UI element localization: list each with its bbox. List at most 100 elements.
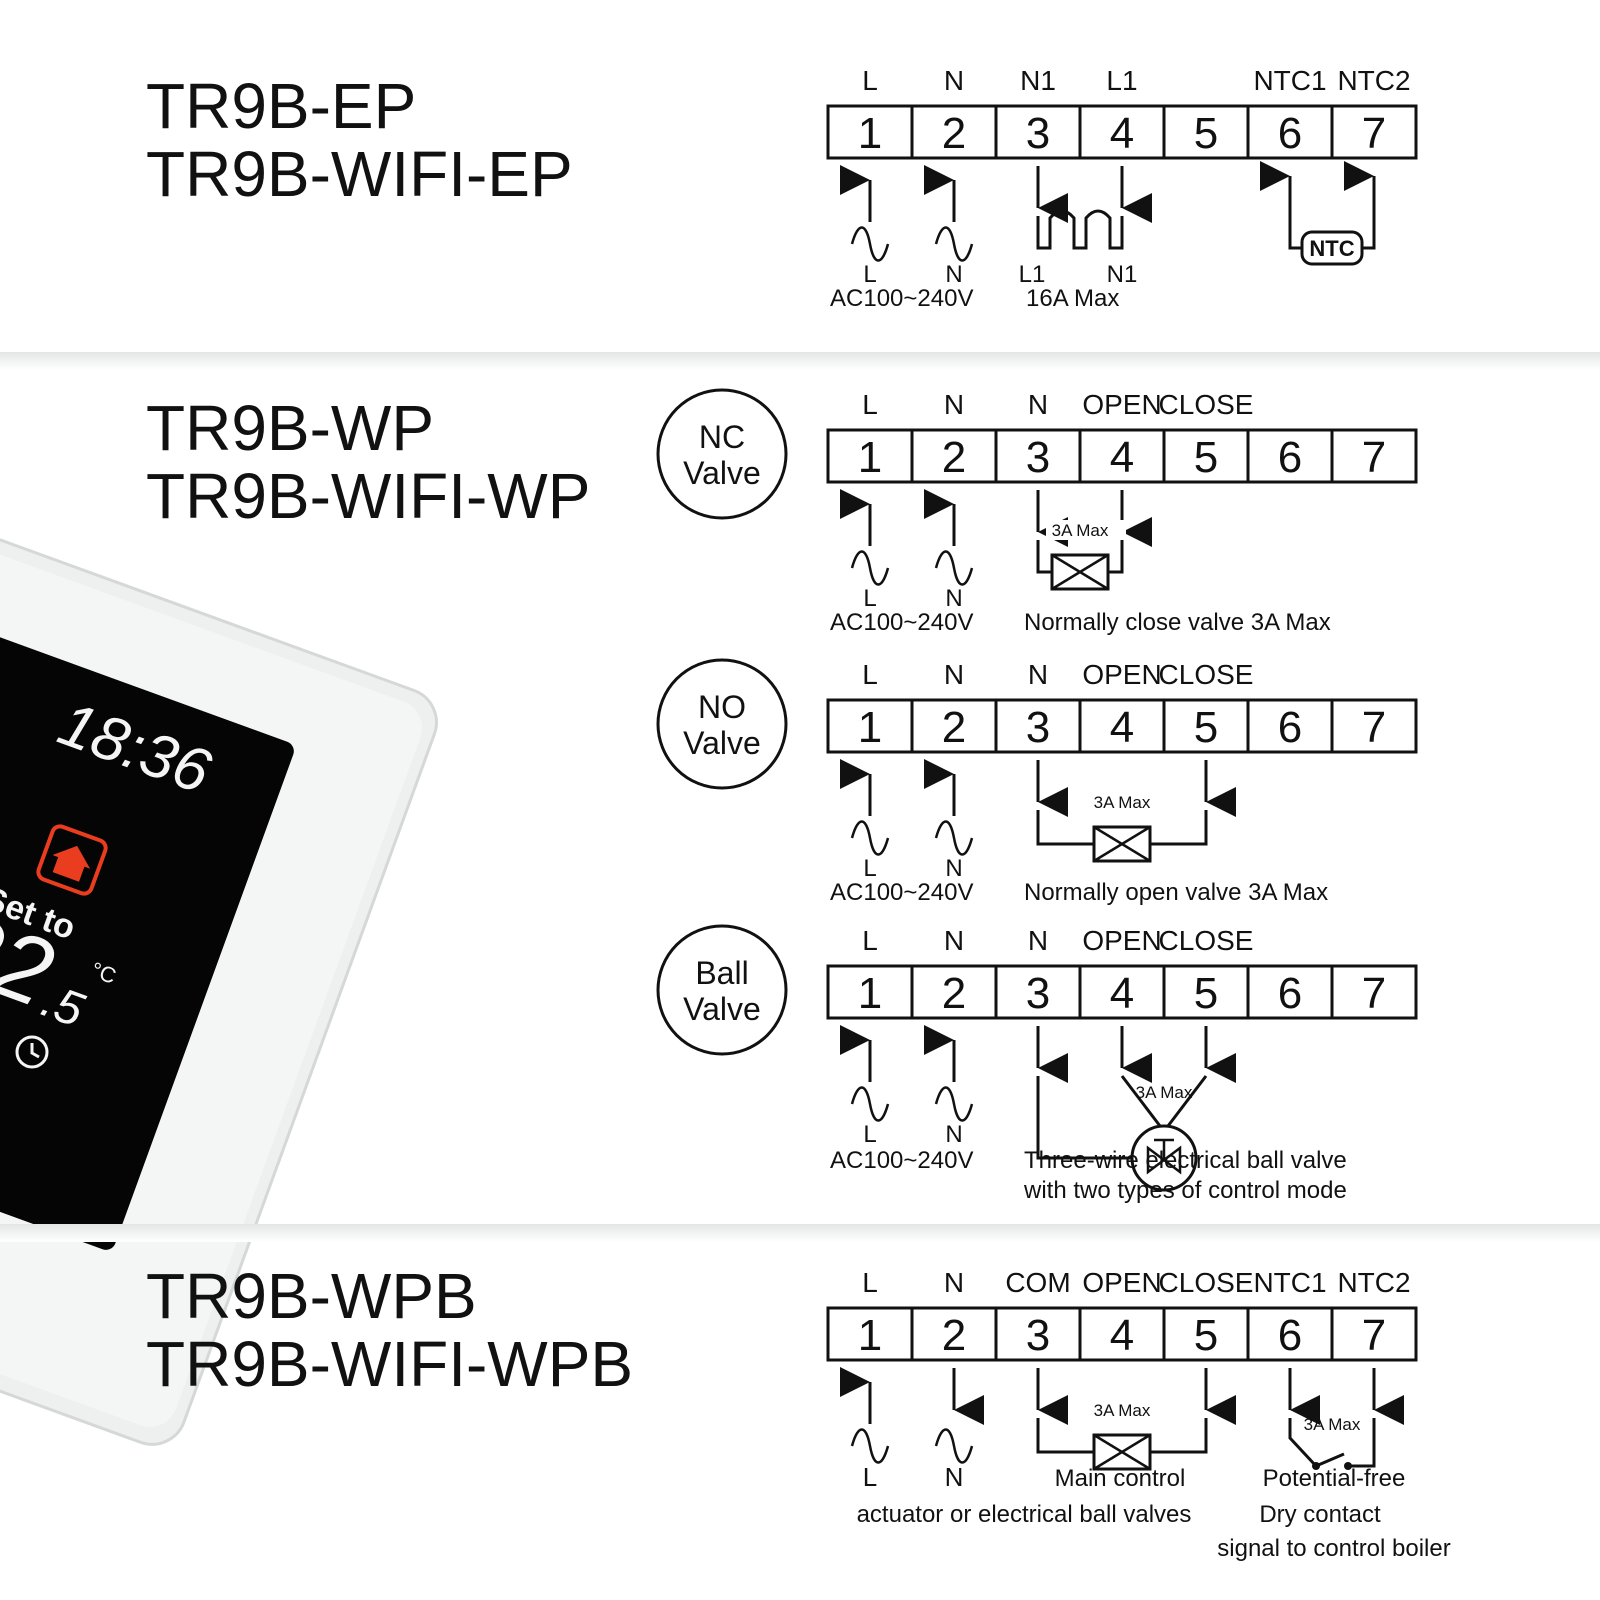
- section-band-ep: [0, 0, 1600, 352]
- model-name: TR9B-WIFI-WPB: [146, 1328, 634, 1400]
- terminal-block: [826, 428, 1418, 484]
- valve-rating: 3A Max: [1052, 521, 1109, 540]
- valve-wire: [1166, 1075, 1208, 1127]
- terminal-block: [826, 104, 1418, 160]
- valve-wire: [1120, 1075, 1162, 1127]
- sensor-wire: [1288, 216, 1304, 250]
- valve-wire: [1036, 1076, 1132, 1160]
- valve-description: Three-wire electrical ball valve: [1024, 1147, 1347, 1174]
- terminal-number: 2: [942, 969, 966, 1018]
- terminal-number: 1: [858, 703, 882, 752]
- terminal-label: N: [944, 659, 964, 690]
- dry-contact-wire: [1288, 1418, 1318, 1468]
- main-caption: actuator or electrical ball valves: [857, 1501, 1192, 1528]
- terminal-label: N: [944, 389, 964, 420]
- supply-label-l: L: [863, 1121, 876, 1148]
- terminal-number: 3: [1026, 703, 1050, 752]
- model-names-ep: TR9B-EP TR9B-WIFI-EP: [146, 72, 573, 208]
- section-divider: [0, 352, 1600, 370]
- terminal-number: 6: [1278, 109, 1302, 158]
- terminal-number: 4: [1110, 969, 1134, 1018]
- valve-cross-icon: [1051, 553, 1109, 591]
- terminal-label: OPEN: [1082, 925, 1161, 956]
- valve-wire: [1036, 540, 1056, 574]
- dry-caption: signal to control boiler: [1217, 1535, 1450, 1562]
- valve-type-badge: [656, 924, 788, 1056]
- badge-label: Valve: [683, 725, 761, 761]
- terminal-label: L: [862, 925, 878, 956]
- terminal-number: 7: [1362, 1311, 1386, 1360]
- model-names-wp: TR9B-WP TR9B-WIFI-WP: [146, 394, 590, 530]
- terminal-number: 1: [858, 1311, 882, 1360]
- main-caption: Main control: [1055, 1465, 1186, 1492]
- terminal-number: 4: [1110, 433, 1134, 482]
- ball-valve-symbol-icon: [1146, 1138, 1182, 1175]
- ac-source-icon: [850, 550, 890, 586]
- terminal-number: 2: [942, 1311, 966, 1360]
- terminal-number: 5: [1194, 433, 1218, 482]
- ntc-sensor-icon: [1300, 230, 1364, 266]
- terminal-number: 7: [1362, 969, 1386, 1018]
- terminal-label: N: [944, 1267, 964, 1298]
- terminal-label: CLOSE: [1159, 389, 1254, 420]
- terminal-label: L: [862, 1267, 878, 1298]
- terminal-number: 2: [942, 109, 966, 158]
- ac-source-icon: [934, 550, 974, 586]
- terminal-number: 3: [1026, 969, 1050, 1018]
- terminal-label: NTC2: [1337, 65, 1410, 96]
- supply-label-l: L: [863, 261, 876, 288]
- model-name: TR9B-WPB: [146, 1260, 477, 1332]
- terminal-number: 2: [942, 433, 966, 482]
- main-rating: 3A Max: [1094, 1401, 1151, 1420]
- supply-label-l: L: [863, 855, 876, 882]
- dry-contact-switch: [1315, 1452, 1345, 1468]
- terminal-number: 5: [1194, 1311, 1218, 1360]
- terminal-number: 7: [1362, 433, 1386, 482]
- model-name: TR9B-WIFI-EP: [146, 138, 573, 210]
- ac-source-icon: [850, 1086, 890, 1122]
- terminal-label: CLOSE: [1159, 1267, 1254, 1298]
- badge-label: Valve: [683, 455, 761, 491]
- load-label-n1: N1: [1107, 261, 1138, 288]
- home-icon: [36, 824, 108, 896]
- terminal-label: OPEN: [1082, 1267, 1161, 1298]
- supply-label-l: L: [863, 585, 876, 612]
- ac-source-icon: [850, 226, 890, 262]
- terminal-number: 4: [1110, 703, 1134, 752]
- terminal-number: 6: [1278, 703, 1302, 752]
- terminal-label: COM: [1005, 1267, 1070, 1298]
- valve-wire: [1104, 540, 1124, 574]
- terminal-label: L: [862, 65, 878, 96]
- terminal-number: 6: [1278, 433, 1302, 482]
- model-name: TR9B-WP: [146, 392, 434, 464]
- ac-source-icon: [850, 820, 890, 856]
- valve-type-badge: [656, 388, 788, 520]
- dry-caption: Dry contact: [1259, 1501, 1381, 1528]
- ac-source-icon: [850, 1428, 890, 1464]
- terminal-label: N: [1028, 925, 1048, 956]
- ac-source-icon: [934, 820, 974, 856]
- terminal-number: 5: [1194, 969, 1218, 1018]
- supply-label-n: N: [945, 261, 962, 288]
- terminal-number: 7: [1362, 109, 1386, 158]
- terminal-number: 7: [1362, 703, 1386, 752]
- supply-label-l: L: [863, 1462, 877, 1492]
- ac-source-icon: [934, 226, 974, 262]
- terminal-label: N: [1028, 659, 1048, 690]
- terminal-number: 6: [1278, 1311, 1302, 1360]
- terminal-label: OPEN: [1082, 389, 1161, 420]
- terminal-number: 4: [1110, 1311, 1134, 1360]
- dry-rating: 3A Max: [1304, 1415, 1361, 1434]
- device-screen: [0, 570, 294, 1250]
- ac-source-icon: [934, 1086, 974, 1122]
- terminal-block: [826, 964, 1418, 1020]
- model-name: TR9B-WIFI-WP: [146, 460, 591, 532]
- model-names-wpb: TR9B-WPB TR9B-WIFI-WPB: [146, 1262, 633, 1398]
- supply-voltage: AC100~240V: [830, 285, 973, 312]
